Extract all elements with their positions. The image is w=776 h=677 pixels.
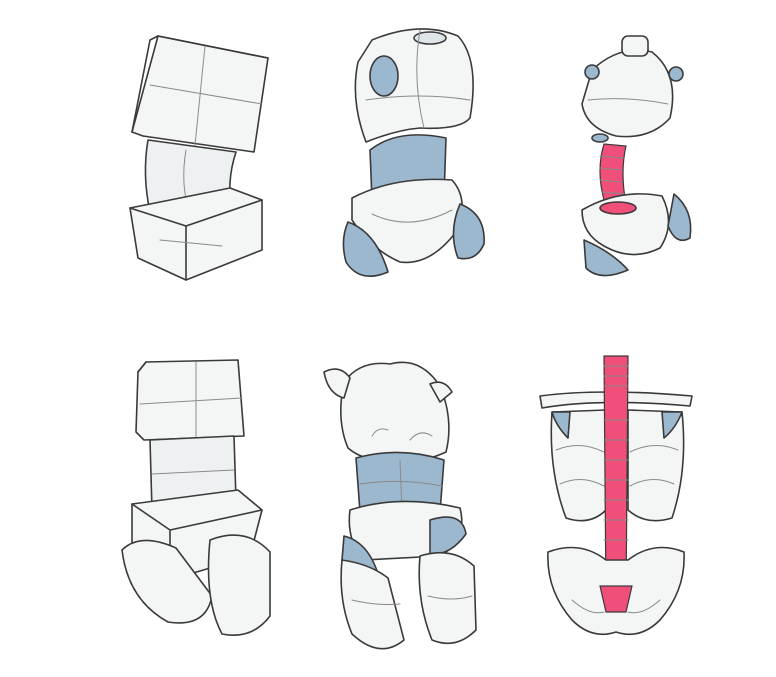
ribcage-form bbox=[340, 361, 450, 464]
thigh-left bbox=[340, 559, 405, 650]
thigh-cap-left bbox=[583, 239, 629, 277]
female-mannequin-bottom-middle bbox=[323, 361, 477, 650]
leg-left bbox=[121, 539, 213, 624]
spine-mannequin-top-right bbox=[581, 35, 692, 277]
shoulder-right bbox=[429, 381, 453, 403]
ribcage bbox=[627, 409, 685, 522]
thigh-right bbox=[418, 551, 477, 645]
skeleton-torso-bottom-right bbox=[539, 355, 693, 636]
shoulder-left bbox=[323, 368, 351, 399]
box-torso-with-legs-bottom-left bbox=[121, 359, 271, 636]
ribcage-form bbox=[581, 49, 674, 138]
ribcage bbox=[550, 409, 607, 522]
hip-cap-right bbox=[429, 516, 467, 555]
ribcage-box bbox=[135, 359, 245, 441]
leg-right bbox=[207, 534, 271, 636]
thigh-cap-left bbox=[342, 221, 389, 278]
box-torso-figure-top-left bbox=[129, 35, 269, 281]
thigh-cap-right bbox=[667, 193, 692, 242]
mannequin-torso-top-middle bbox=[342, 28, 485, 278]
sacrum bbox=[599, 585, 633, 613]
thigh-cap-right bbox=[452, 203, 485, 260]
